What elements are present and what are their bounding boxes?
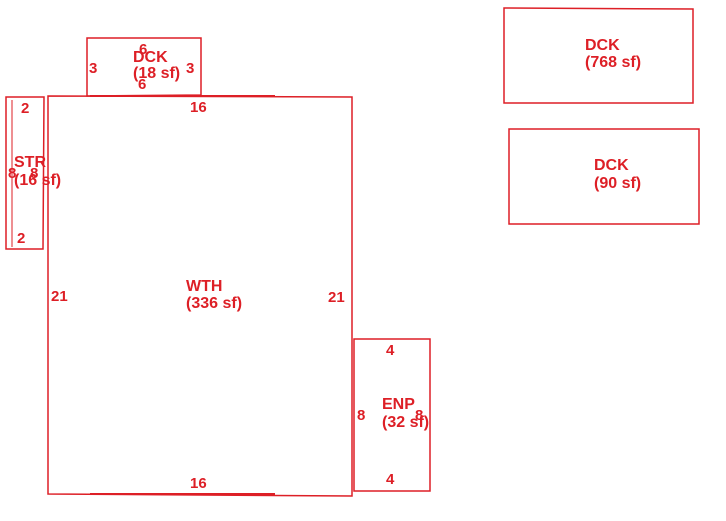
dck-small-dim-right: 3 [186,60,194,77]
dck-medium-code: DCK [594,157,629,174]
dck-small-outline [86,37,202,97]
dck-small-dim-top: 6 [139,41,147,58]
enp-area-size: (32 sf) [382,414,429,431]
enp-dim-bottom: 4 [386,471,395,488]
str-area-code: STR [14,154,46,171]
str-dim-top: 2 [21,100,29,117]
str-dim-right: 8 [30,165,38,182]
wth-dim-top: 16 [190,99,207,116]
enp-dim-top: 4 [386,342,395,359]
enp-area-code: ENP [382,396,415,413]
enp-area-outline [353,338,431,492]
str-dim-bottom: 2 [17,230,25,247]
dck-small-code: DCK [133,49,168,66]
dck-large-size: (768 sf) [585,54,641,71]
wth-area-code: WTH [186,278,222,295]
wth-area-size: (336 sf) [186,295,242,312]
str-area-size: (16 sf) [14,172,61,189]
enp-dim-left: 8 [357,407,365,424]
dck-large-outline [503,7,694,104]
dck-small-size: (18 sf) [133,65,180,82]
dck-small-dim-bottom: 6 [138,76,146,93]
dck-medium-size: (90 sf) [594,175,641,192]
str-area-outline [5,96,45,250]
str-dim-left: 8 [8,165,16,182]
dck-medium-outline [508,128,700,225]
wth-dim-left: 21 [51,288,68,305]
enp-dim-right: 8 [415,407,423,424]
dck-small-dim-left: 3 [89,60,97,77]
dck-large-code: DCK [585,37,620,54]
wth-dim-right: 21 [328,289,345,306]
wth-dim-bottom: 16 [190,475,207,492]
